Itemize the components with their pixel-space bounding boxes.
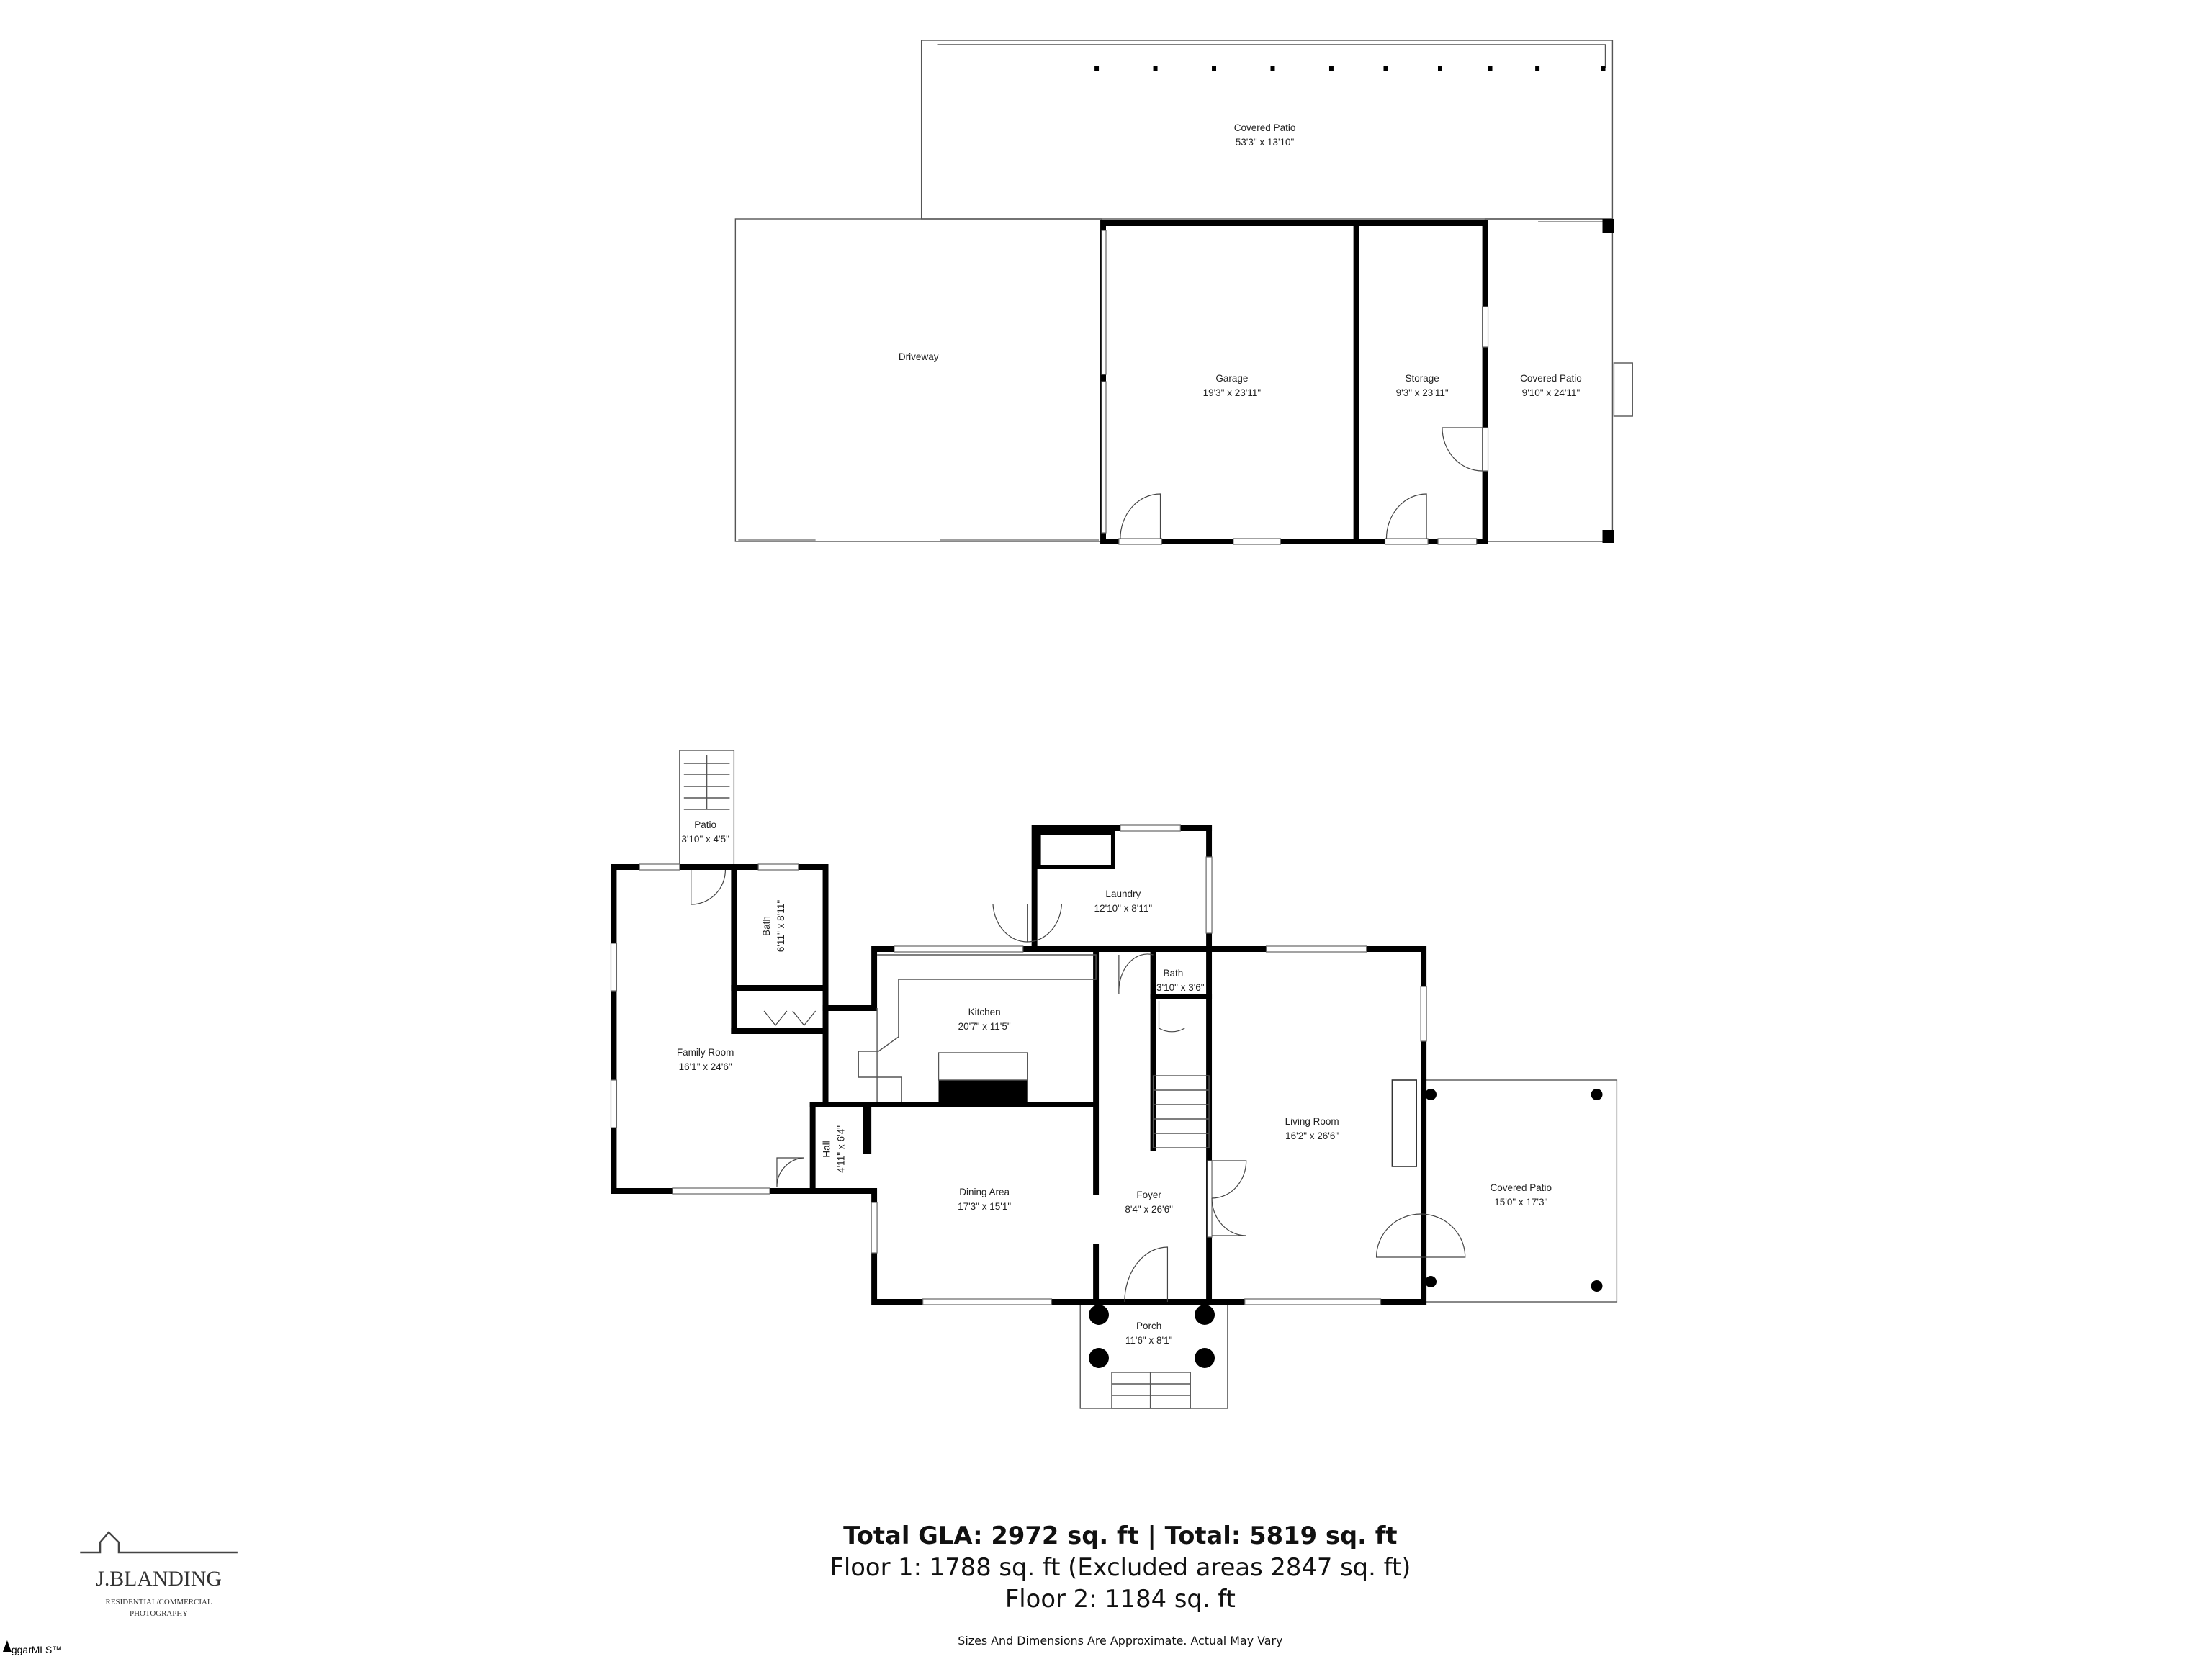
room-label: Patio xyxy=(694,819,716,830)
kitchen-counter xyxy=(858,954,1097,1102)
room-dims: 15'0" x 17'3" xyxy=(1494,1197,1547,1208)
patio-posts xyxy=(1094,66,1606,71)
door-swings xyxy=(691,869,1466,1303)
stairs xyxy=(1152,1075,1210,1148)
area-summary: Total GLA: 2972 sq. ft | Total: 5819 sq.… xyxy=(830,1521,1411,1647)
room-dims: 19'3" x 23'11" xyxy=(1203,387,1262,398)
watermark-text: ggarMLS™ xyxy=(12,1644,62,1655)
room-dims: 8'4" x 26'6" xyxy=(1125,1204,1173,1215)
columns xyxy=(1089,1089,1603,1368)
room-label: Foyer xyxy=(1136,1190,1161,1200)
room-dims: 9'3" x 23'11" xyxy=(1396,387,1449,398)
mls-watermark: ggarMLS™ xyxy=(2,1640,62,1655)
room-label: Covered Patio xyxy=(1490,1182,1552,1193)
room-dims: 4'11" x 6'4" xyxy=(835,1125,846,1173)
room-label: Kitchen xyxy=(968,1007,1001,1017)
room-dims: 12'10" x 8'11" xyxy=(1094,903,1153,914)
main-floor xyxy=(610,750,1618,1409)
room-label: Family Room xyxy=(677,1047,734,1058)
main-floor-labels: Patio 3'10" x 4'5" Bath 6'11" x 8'11" Fa… xyxy=(677,819,1552,1346)
disclaimer: Sizes And Dimensions Are Approximate. Ac… xyxy=(958,1634,1282,1647)
room-label: Bath xyxy=(1163,968,1183,979)
storage-door-swing xyxy=(1385,493,1427,539)
logo-name: J.BLANDING xyxy=(96,1567,222,1591)
walls xyxy=(611,825,1427,1305)
floor2-area: Floor 2: 1184 sq. ft xyxy=(1005,1585,1236,1613)
room-label: Bath xyxy=(761,916,772,936)
kitchen-island-counter xyxy=(938,1080,1028,1105)
room-label: Living Room xyxy=(1285,1116,1339,1127)
outbuilding-labels: Covered Patio 53'3" x 13'10" Driveway Ga… xyxy=(899,122,1582,398)
room-label: Garage xyxy=(1215,373,1248,384)
storage-side-door-swing xyxy=(1442,427,1483,472)
room-label: Laundry xyxy=(1105,889,1141,899)
room-label: Storage xyxy=(1405,373,1439,384)
room-label: Covered Patio xyxy=(1520,373,1582,384)
fireplace xyxy=(1391,1079,1417,1167)
room-dims: 3'10" x 3'6" xyxy=(1156,982,1205,993)
room-dims: 9'10" x 24'11" xyxy=(1522,387,1581,398)
room-dims: 3'10" x 4'5" xyxy=(681,834,729,845)
driveway-outline xyxy=(734,218,1102,542)
room-label: Hall xyxy=(822,1141,832,1157)
total-area: Total GLA: 2972 sq. ft | Total: 5819 sq.… xyxy=(843,1521,1397,1550)
garage-door-swing xyxy=(1120,493,1161,539)
logo-line2: PHOTOGRAPHY xyxy=(130,1609,188,1618)
covered-patio-top-outline xyxy=(920,40,1614,220)
room-dims: 20'7" x 11'5" xyxy=(958,1021,1011,1032)
floor1-area: Floor 1: 1788 sq. ft (Excluded areas 284… xyxy=(830,1553,1411,1581)
room-label: Dining Area xyxy=(959,1187,1010,1197)
room-dims: 53'3" x 13'10" xyxy=(1236,137,1295,148)
outbuilding xyxy=(734,40,1633,545)
photographer-logo: J.BLANDING RESIDENTIAL/COMMERCIAL PHOTOG… xyxy=(80,1531,238,1618)
room-dims: 6'11" x 8'11" xyxy=(775,900,786,953)
room-dims: 17'3" x 15'1" xyxy=(958,1201,1011,1212)
room-label: Porch xyxy=(1136,1321,1161,1331)
room-dims: 16'1" x 24'6" xyxy=(679,1061,732,1072)
room-dims: 11'6" x 8'1" xyxy=(1125,1335,1173,1346)
room-label: Covered Patio xyxy=(1234,122,1296,133)
room-label: Driveway xyxy=(899,351,939,362)
room-dims: 16'2" x 26'6" xyxy=(1285,1130,1339,1141)
logo-line1: RESIDENTIAL/COMMERCIAL xyxy=(106,1598,212,1606)
